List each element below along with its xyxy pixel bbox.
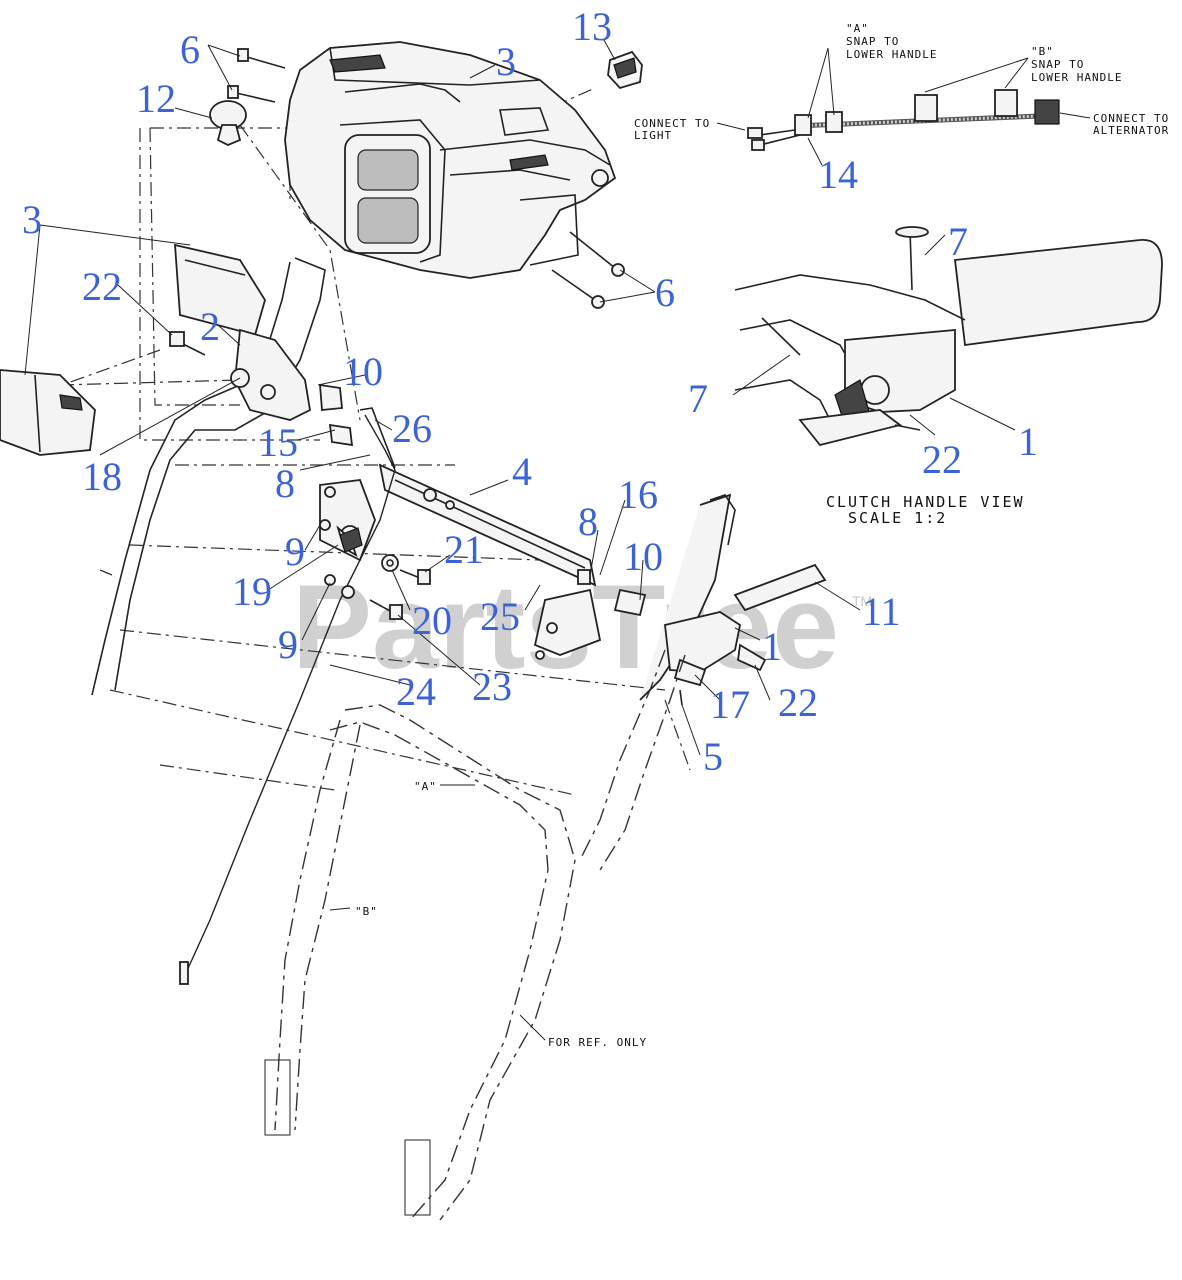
note-snap-b-label: "B" (1031, 45, 1054, 58)
callout-labels: 6 12 3 13 3 22 2 6 10 15 26 18 8 4 16 8 … (22, 4, 1038, 779)
note-connect-light-line2: LIGHT (634, 129, 672, 142)
note-snap-a-line2: SNAP TO (846, 35, 899, 48)
note-for-ref-only: FOR REF. ONLY (548, 1036, 647, 1049)
annotation-notes: "A" SNAP TO LOWER HANDLE "B" SNAP TO LOW… (355, 22, 1169, 1049)
callout-7: 7 (688, 376, 708, 421)
callout-3: 3 (22, 197, 42, 242)
note-connect-light-line1: CONNECT TO (634, 117, 710, 130)
callout-11: 11 (862, 589, 901, 634)
wiring-harness (716, 47, 1091, 166)
note-snap-a-line3: LOWER HANDLE (846, 48, 937, 61)
note-snap-b-line2: SNAP TO (1031, 58, 1084, 71)
callout-10: 10 (343, 349, 383, 394)
callout-3: 3 (496, 39, 516, 84)
knob (209, 100, 247, 146)
callout-8: 8 (275, 461, 295, 506)
left-bracket-assembly (169, 328, 354, 447)
light-module (607, 50, 643, 90)
leader-lines (24, 39, 861, 1041)
note-snap-b-line3: LOWER HANDLE (1031, 71, 1122, 84)
side-panels (0, 243, 266, 456)
note-connect-alt-line1: CONNECT TO (1093, 112, 1169, 125)
console-housing (284, 41, 617, 279)
callout-26: 26 (392, 406, 432, 451)
callout-9: 9 (278, 622, 298, 667)
callout-24: 24 (396, 669, 436, 714)
watermark-trademark: TM (852, 593, 872, 609)
bolts-top (227, 48, 286, 103)
callout-22: 22 (778, 680, 818, 725)
callout-13: 13 (572, 4, 612, 49)
callout-16: 16 (618, 472, 658, 517)
note-ref-a: "A" (414, 780, 437, 793)
callout-25: 25 (480, 594, 520, 639)
right-clutch-assembly (577, 493, 827, 706)
callout-6: 6 (180, 27, 200, 72)
lower-handle (264, 704, 576, 1221)
left-upper-handle (91, 257, 326, 696)
callout-1: 1 (1018, 419, 1038, 464)
callout-5: 5 (703, 734, 723, 779)
callout-15: 15 (258, 420, 298, 465)
note-ref-b: "B" (355, 905, 378, 918)
callout-9: 9 (285, 529, 305, 574)
callout-14: 14 (818, 152, 858, 197)
clutch-view-title: CLUTCH HANDLE VIEW (826, 493, 1025, 511)
bolts-right (551, 231, 625, 309)
callout-17: 17 (710, 682, 750, 727)
right-upper-handle (579, 649, 686, 871)
callout-12: 12 (136, 76, 176, 121)
clutch-handle-view (732, 226, 1163, 447)
callout-10: 10 (623, 534, 663, 579)
callout-21: 21 (444, 527, 484, 572)
callout-18: 18 (82, 454, 122, 499)
callout-23: 23 (472, 664, 512, 709)
callout-1: 1 (762, 624, 782, 669)
callout-22: 22 (82, 264, 122, 309)
callout-19: 19 (232, 569, 272, 614)
callout-7: 7 (948, 219, 968, 264)
callout-22: 22 (922, 437, 962, 482)
note-connect-alt-line2: ALTERNATOR (1093, 124, 1169, 137)
callout-8: 8 (578, 499, 598, 544)
clutch-view-scale: SCALE 1:2 (848, 509, 947, 527)
dash-crossbar (319, 463, 602, 660)
callout-2: 2 (200, 304, 220, 349)
callout-4: 4 (512, 449, 532, 494)
callout-20: 20 (412, 598, 452, 643)
note-snap-a-label: "A" (846, 22, 869, 35)
callout-6: 6 (655, 270, 675, 315)
